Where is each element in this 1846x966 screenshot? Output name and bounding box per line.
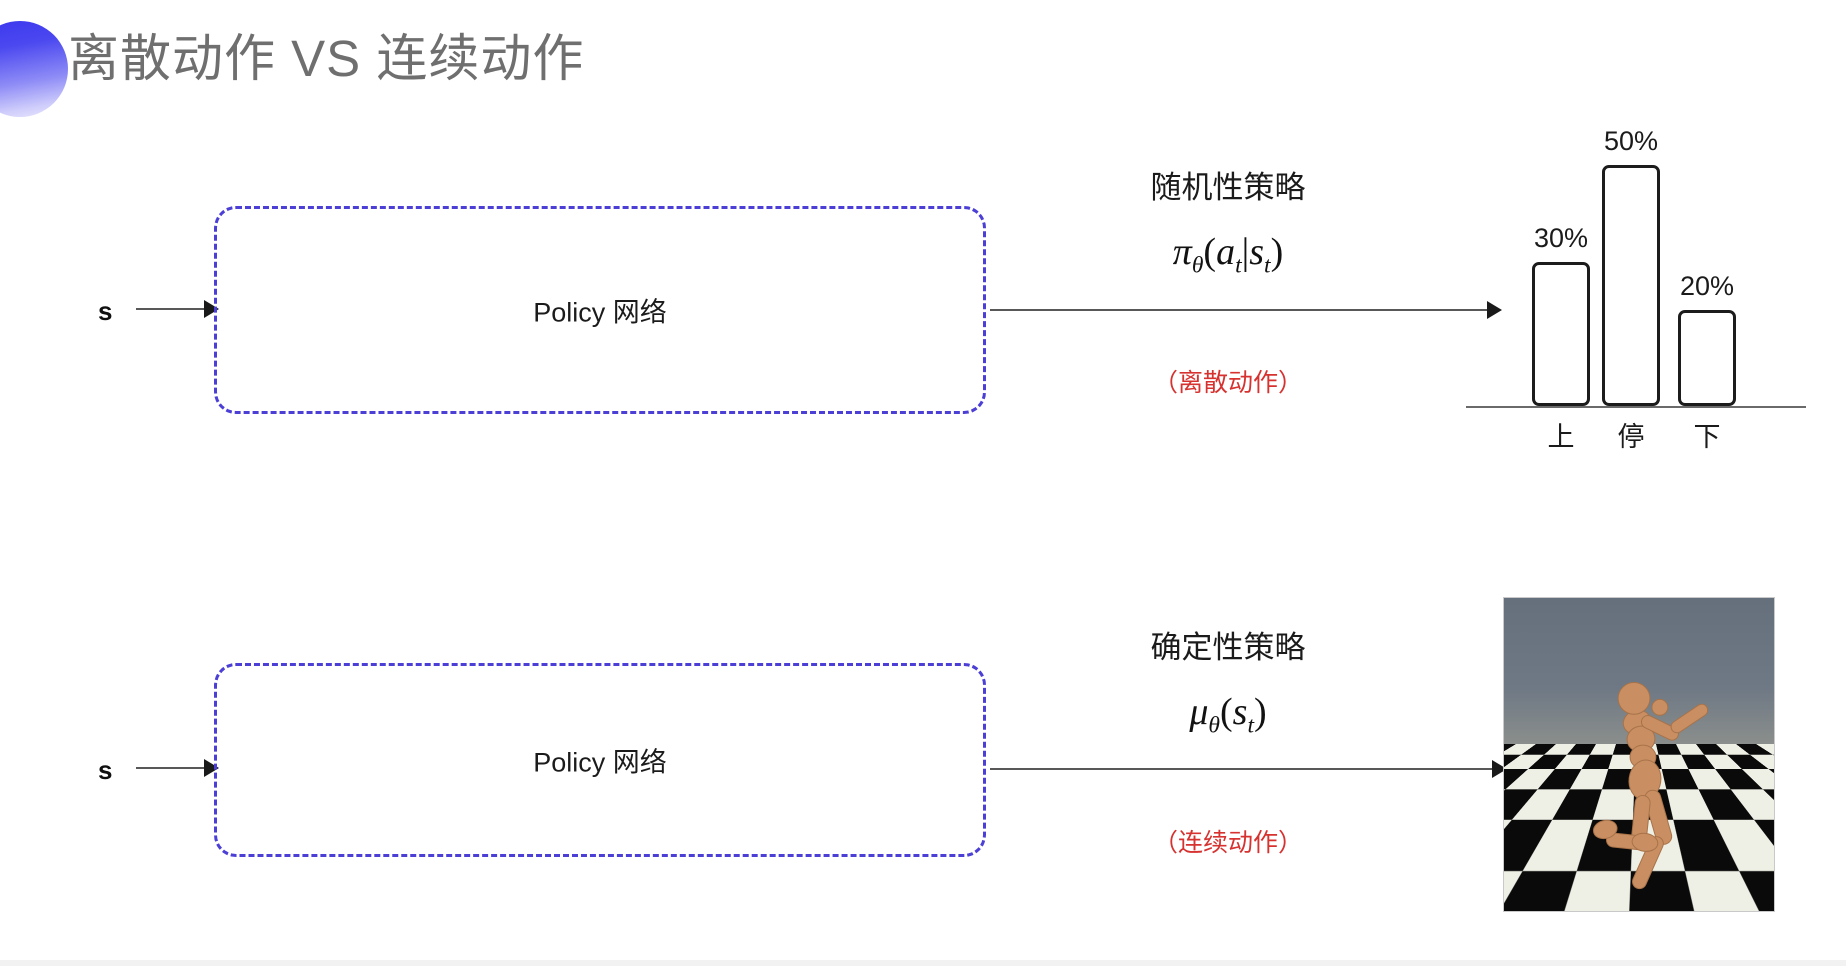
formula-close-paren-bottom: ) <box>1254 691 1267 733</box>
title-decoration-circle-icon <box>0 21 68 117</box>
policy-formula-bottom: μθ(st) <box>1088 690 1368 740</box>
policy-network-label-bottom: Policy 网络 <box>533 747 667 778</box>
bar-rect-2[interactable] <box>1678 310 1736 406</box>
formula-arg1-top: a <box>1216 231 1236 273</box>
output-arrow-head-top <box>1487 301 1502 319</box>
policy-type-label-bottom: 确定性策略 <box>1150 630 1306 665</box>
action-type-note-bottom: （连续动作） <box>1152 829 1303 857</box>
discrete-action-bar-chart: 30% 上 50% 停 20% 下 <box>1466 110 1806 460</box>
formula-sub-bottom: θ <box>1208 712 1220 739</box>
page-title: 离散动作 VS 连续动作 <box>68 30 585 87</box>
formula-fn-bottom: μ <box>1189 691 1209 733</box>
formula-arg2-sub-top: t <box>1264 252 1271 279</box>
chart-baseline-axis <box>1466 406 1806 408</box>
formula-arg1-sub-bottom: t <box>1247 712 1254 739</box>
formula-arg1-bottom: s <box>1232 691 1248 733</box>
policy-type-label-top: 随机性策略 <box>1150 170 1306 205</box>
formula-sub-top: θ <box>1191 252 1204 279</box>
bar-rect-0[interactable] <box>1532 262 1590 406</box>
formula-bar-top: | <box>1241 231 1250 273</box>
input-arrow-line-top <box>136 308 214 310</box>
bar-value-2: 20% <box>1679 271 1735 301</box>
formula-close-paren-top: ) <box>1270 231 1284 273</box>
state-input-label-top: s <box>98 296 113 326</box>
humanoid-figure-icon <box>1592 682 1709 890</box>
formula-arg2-top: s <box>1249 231 1265 273</box>
input-arrow-line-bottom <box>136 767 214 769</box>
policy-network-box-bottom[interactable]: Policy 网络 <box>214 663 986 857</box>
policy-network-label-top: Policy 网络 <box>533 297 667 328</box>
bottom-divider <box>0 960 1846 966</box>
formula-open-paren-bottom: ( <box>1220 691 1233 733</box>
policy-network-box-top[interactable]: Policy 网络 <box>214 206 986 414</box>
policy-formula-top: πθ(at|st) <box>1088 230 1368 280</box>
action-type-note-top: （离散动作） <box>1152 369 1303 397</box>
bar-value-0: 30% <box>1533 223 1589 253</box>
state-input-label-bottom: s <box>98 755 113 785</box>
output-arrow-line-top <box>990 309 1494 311</box>
formula-open-paren-top: ( <box>1203 231 1217 273</box>
bar-category-1: 停 <box>1617 422 1645 452</box>
bar-category-2: 下 <box>1693 422 1721 452</box>
bar-value-1: 50% <box>1603 126 1659 156</box>
humanoid-simulation-image <box>1503 597 1775 912</box>
output-arrow-line-bottom <box>990 768 1500 770</box>
formula-fn-top: π <box>1172 231 1192 273</box>
bar-rect-1[interactable] <box>1602 165 1660 406</box>
bar-category-0: 上 <box>1547 422 1575 452</box>
formula-arg1-sub-top: t <box>1235 252 1242 279</box>
